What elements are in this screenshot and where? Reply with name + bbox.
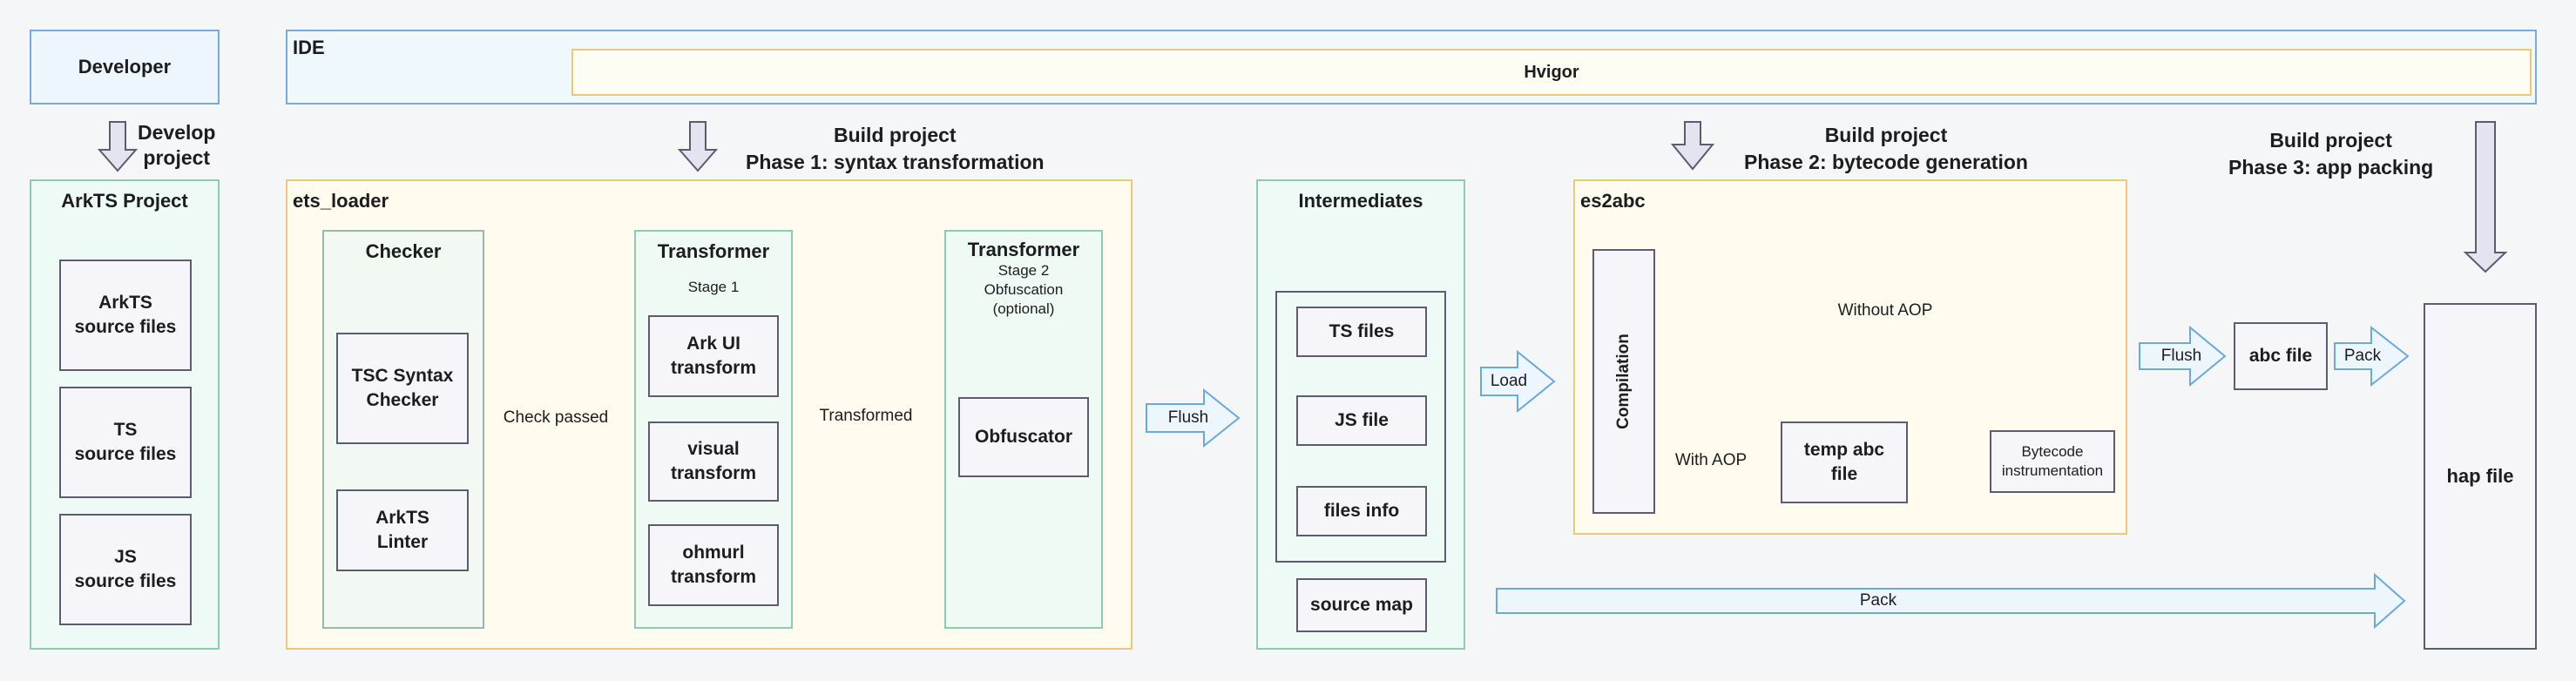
pack1-label: Pack — [2343, 347, 2382, 365]
flush1-label: Flush — [1167, 408, 1209, 427]
js-file: JS file — [1296, 395, 1427, 446]
tsc-syntax-checker: TSC Syntax Checker — [336, 333, 469, 444]
phase3-down-arrow — [2463, 121, 2508, 273]
arkts-project-title: ArkTS Project — [61, 190, 188, 212]
abc-file: abc file — [2234, 322, 2328, 390]
ark-ui-transform: Ark UI transform — [648, 315, 779, 397]
phase3-label: Build project Phase 3: app packing — [2228, 129, 2434, 179]
ets-loader-box: ets_loader Checker TSC Syntax Checker Ar… — [286, 179, 1132, 650]
arkts-project-box: ArkTS Project ArkTS source files TS sour… — [30, 179, 220, 650]
transformer1-stage: Stage 1 — [687, 279, 740, 295]
pack-arrow-1 — [2334, 325, 2410, 388]
check-passed-label: Check passed — [503, 408, 609, 427]
bytecode-instrumentation: Bytecode instrumentation — [1990, 430, 2115, 493]
compilation-label: Compilation — [1614, 334, 1633, 429]
arkts-source-files: ArkTS source files — [59, 260, 192, 371]
intermediates-inner-box: TS files JS file files info — [1275, 291, 1446, 563]
load-arrow — [1480, 349, 1556, 414]
ohmurl-transform: ohmurl transform — [648, 524, 779, 606]
flush-arrow-2 — [2139, 325, 2227, 388]
checker-box: Checker TSC Syntax Checker ArkTS Linter — [322, 230, 484, 629]
phase1-down-arrow — [677, 121, 719, 172]
checker-title: Checker — [365, 240, 442, 262]
ets-loader-label: ets_loader — [293, 190, 389, 212]
ts-source-files: TS source files — [59, 387, 192, 498]
ide-label: IDE — [293, 37, 325, 58]
hap-file: hap file — [2424, 303, 2537, 650]
transformer2-stage: Stage 2 Obfuscation (optional) — [984, 262, 1064, 317]
transformer2-title: Transformer — [967, 239, 1080, 260]
intermediates-box: Intermediates TS files JS file files inf… — [1256, 179, 1465, 650]
es2abc-label: es2abc — [1580, 190, 1646, 212]
without-aop-label: Without AOP — [1837, 301, 1933, 320]
flush-arrow-1 — [1146, 388, 1241, 448]
files-info: files info — [1296, 486, 1427, 536]
js-source-files: JS source files — [59, 514, 192, 625]
ide-box: IDE Hvigor — [286, 30, 2537, 105]
load-label: Load — [1490, 372, 1528, 390]
hvigor-box: Hvigor — [571, 49, 2532, 96]
temp-abc-file: temp abc file — [1781, 421, 1908, 503]
visual-transform: visual transform — [648, 421, 779, 502]
pack2-label: Pack — [1859, 591, 1897, 610]
pack-arrow-2 — [1496, 572, 2406, 630]
transformer1-title: Transformer — [657, 240, 770, 262]
source-map: source map — [1296, 578, 1427, 632]
compilation-box: Compilation — [1592, 249, 1655, 514]
transformer-stage2-box: Transformer Stage 2 Obfuscation (optiona… — [944, 230, 1103, 629]
with-aop-label: With AOP — [1674, 451, 1748, 469]
transformer-stage1-box: Transformer Stage 1 Ark UI transform vis… — [634, 230, 793, 629]
flush2-label: Flush — [2160, 347, 2202, 365]
arkts-linter: ArkTS Linter — [336, 489, 469, 571]
transformed-label: Transformed — [819, 407, 913, 425]
developer-label: Developer — [78, 56, 172, 78]
developer-box: Developer — [30, 30, 220, 105]
intermediates-title: Intermediates — [1298, 190, 1423, 212]
obfuscator: Obfuscator — [958, 397, 1089, 477]
phase1-label: Build project Phase 1: syntax transforma… — [746, 124, 1045, 173]
ts-files: TS files — [1296, 307, 1427, 357]
es2abc-box: es2abc Compilation temp abc file Bytecod… — [1573, 179, 2127, 535]
hvigor-label: Hvigor — [1524, 62, 1579, 82]
develop-project-label: Develop project — [138, 121, 216, 169]
develop-down-arrow — [97, 121, 139, 172]
phase2-down-arrow — [1670, 121, 1715, 171]
phase2-label: Build project Phase 2: bytecode generati… — [1744, 124, 2028, 173]
